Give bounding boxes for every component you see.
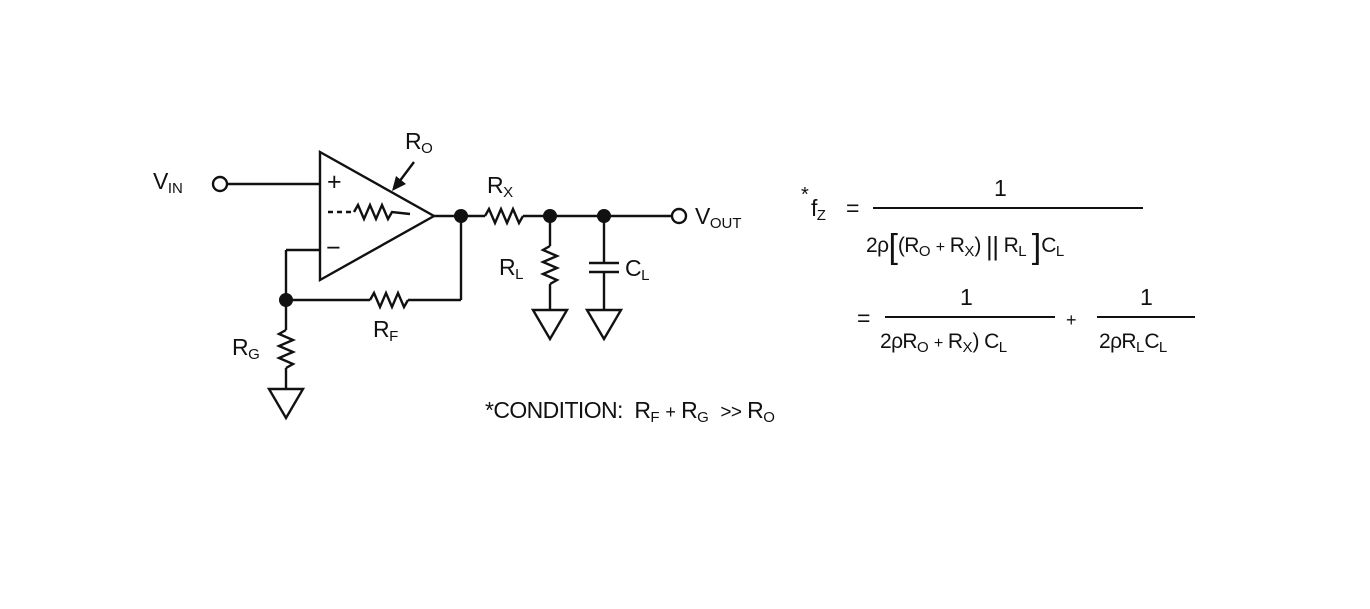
vin-terminal bbox=[211, 175, 229, 193]
op-amp-symbol bbox=[318, 149, 437, 283]
vout-label: VOUT bbox=[695, 203, 742, 232]
ro-label: RO bbox=[405, 128, 433, 157]
fraction-bar-3 bbox=[1097, 316, 1195, 318]
rg-ground-icon bbox=[266, 387, 306, 421]
vout-terminal bbox=[670, 207, 688, 225]
rf-resistor bbox=[368, 289, 410, 311]
rl-ground-icon bbox=[530, 308, 570, 342]
equals-sign-2: = bbox=[857, 305, 870, 331]
cl-label: CL bbox=[625, 255, 650, 284]
numerator-3: 1 bbox=[1140, 284, 1153, 310]
condition-text: *CONDITION: RF + RG >> RO bbox=[485, 397, 775, 426]
rx-resistor bbox=[483, 205, 525, 227]
junction-dot-rl bbox=[543, 209, 557, 223]
plus-between-fractions: + bbox=[1066, 310, 1077, 330]
cl-ground-icon bbox=[584, 308, 624, 342]
fraction-bar-1 bbox=[873, 207, 1143, 209]
numerator-2: 1 bbox=[960, 284, 973, 310]
rx-label: RX bbox=[487, 172, 514, 201]
junction-dot-feedback bbox=[279, 293, 293, 307]
fraction-bar-2 bbox=[885, 316, 1055, 318]
noninverting-input-sign: + bbox=[327, 168, 342, 196]
junction-dot-cl bbox=[597, 209, 611, 223]
vin-label: VIN bbox=[153, 168, 183, 197]
rg-resistor bbox=[275, 328, 297, 370]
denominator-2: 2ρRO + RX) CL bbox=[880, 330, 1008, 356]
denominator-1: 2ρ[(RO + RX) || RL ]CL bbox=[866, 228, 1065, 266]
equals-sign-1: = bbox=[846, 195, 859, 221]
rl-resistor bbox=[539, 244, 561, 286]
ro-resistor bbox=[352, 201, 411, 223]
ro-pointer bbox=[398, 161, 415, 183]
rg-label: RG bbox=[232, 334, 260, 363]
equation-asterisk: * bbox=[801, 184, 809, 206]
ro-pointer-arrowhead bbox=[392, 176, 406, 191]
fz-symbol: fZ bbox=[811, 195, 826, 224]
rf-label: RF bbox=[373, 316, 399, 345]
numerator-1: 1 bbox=[994, 175, 1007, 201]
denominator-3: 2ρRLCL bbox=[1099, 330, 1168, 356]
junction-dot-output bbox=[454, 209, 468, 223]
inverting-input-sign: − bbox=[326, 234, 341, 262]
rl-label: RL bbox=[499, 254, 524, 283]
